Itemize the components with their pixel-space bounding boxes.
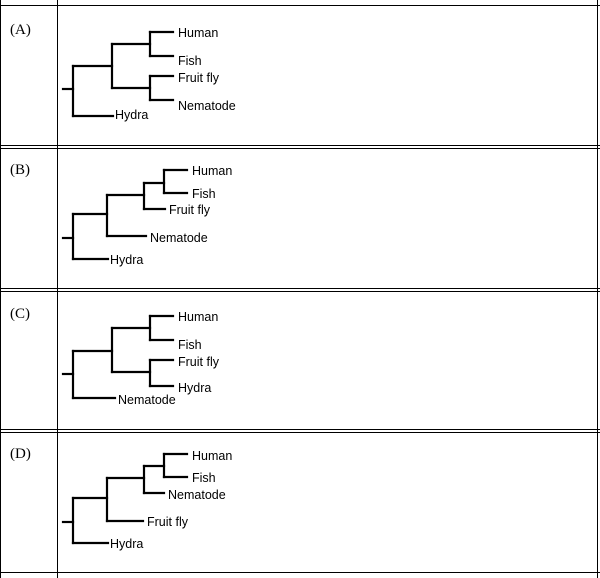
option-a-tree: [61, 30, 175, 118]
option-b-taxon-fruit-fly: Fruit fly: [169, 203, 211, 217]
option-b-label: (B): [10, 162, 30, 178]
option-d-taxon-fruit-fly: Fruit fly: [147, 515, 189, 529]
option-c-taxon-nematode: Nematode: [118, 393, 176, 407]
option-d-label: (D): [10, 446, 31, 462]
option-a-taxon-fish: Fish: [178, 54, 202, 68]
option-d-taxon-nematode: Nematode: [168, 488, 226, 502]
option-c[interactable]: (C) Human Fish Fruit fly Hydra Nematode: [10, 306, 220, 407]
option-a-taxon-fruit-fly: Fruit fly: [178, 71, 220, 85]
option-b-taxon-hydra: Hydra: [110, 253, 143, 267]
option-a-taxon-hydra: Hydra: [115, 108, 148, 122]
option-a-label: (A): [10, 22, 31, 38]
option-d-tree: [61, 452, 189, 545]
option-b[interactable]: (B) Human Fish Fruit fly Nematode Hydra: [10, 162, 232, 267]
option-b-taxon-nematode: Nematode: [150, 231, 208, 245]
option-c-taxon-human: Human: [178, 310, 218, 324]
option-c-label: (C): [10, 306, 30, 322]
option-d[interactable]: (D) Human Fish Nematode Fruit fly Hydra: [10, 446, 232, 551]
option-a[interactable]: (A) Human Fish Fruit fly Nematode Hydra: [10, 22, 236, 122]
option-d-taxon-human: Human: [192, 449, 232, 463]
option-c-tree: [61, 314, 175, 400]
option-d-taxon-hydra: Hydra: [110, 537, 143, 551]
option-b-tree: [61, 168, 189, 261]
option-b-taxon-human: Human: [192, 164, 232, 178]
option-a-taxon-nematode: Nematode: [178, 99, 236, 113]
option-c-taxon-hydra: Hydra: [178, 381, 211, 395]
option-c-taxon-fruit-fly: Fruit fly: [178, 355, 220, 369]
option-c-taxon-fish: Fish: [178, 338, 202, 352]
option-d-taxon-fish: Fish: [192, 471, 216, 485]
option-b-taxon-fish: Fish: [192, 187, 216, 201]
option-a-taxon-human: Human: [178, 26, 218, 40]
